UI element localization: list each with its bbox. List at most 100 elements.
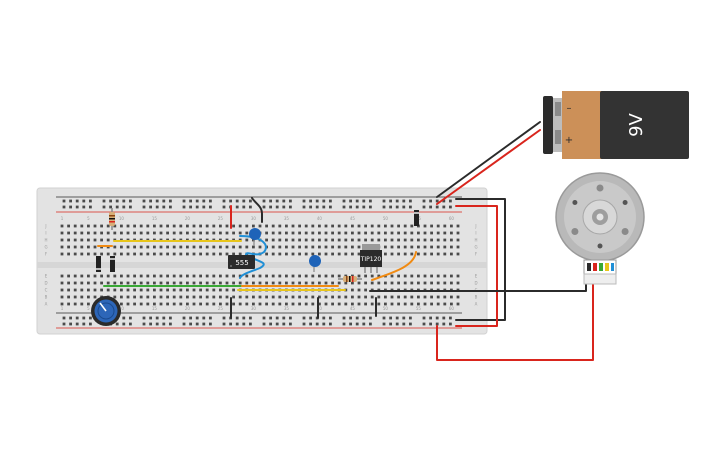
breadboard-hole[interactable] [219,295,222,299]
breadboard-hole[interactable] [291,252,295,256]
rail-hole[interactable] [182,322,186,326]
breadboard-hole[interactable] [205,302,209,306]
breadboard-hole[interactable] [67,288,70,292]
breadboard-hole[interactable] [377,231,381,235]
breadboard-hole[interactable] [67,224,70,228]
breadboard-hole[interactable] [410,302,414,306]
breadboard-hole[interactable] [179,274,183,278]
breadboard-hole[interactable] [212,231,216,235]
rail-hole[interactable] [289,205,292,209]
breadboard-hole[interactable] [423,231,427,235]
breadboard-hole[interactable] [436,302,440,306]
breadboard-hole[interactable] [318,224,321,228]
breadboard-hole[interactable] [120,231,123,235]
breadboard-hole[interactable] [417,302,420,306]
rail-hole[interactable] [129,322,132,326]
rail-hole[interactable] [209,316,212,320]
breadboard-hole[interactable] [265,302,268,306]
breadboard-hole[interactable] [278,274,282,278]
breadboard-hole[interactable] [73,302,77,306]
rail-hole[interactable] [395,316,399,320]
rail-hole[interactable] [449,322,452,326]
breadboard-hole[interactable] [430,274,433,278]
breadboard-hole[interactable] [120,245,123,249]
breadboard-hole[interactable] [199,231,202,235]
breadboard-hole[interactable] [225,224,229,228]
rail-hole[interactable] [329,316,332,320]
breadboard-hole[interactable] [172,224,176,228]
breadboard-hole[interactable] [456,281,460,285]
breadboard-hole[interactable] [443,238,447,242]
rail-hole[interactable] [115,199,119,203]
breadboard-hole[interactable] [172,252,176,256]
breadboard-hole[interactable] [245,295,249,299]
breadboard-hole[interactable] [153,274,156,278]
capacitor-1[interactable] [249,228,261,246]
rail-hole[interactable] [429,205,432,209]
rail-hole[interactable] [362,205,366,209]
breadboard-hole[interactable] [436,231,440,235]
resistor-base[interactable] [338,276,362,282]
rail-hole[interactable] [429,316,432,320]
breadboard-hole[interactable] [159,281,163,285]
breadboard-hole[interactable] [219,288,222,292]
breadboard-hole[interactable] [390,274,394,278]
breadboard-hole[interactable] [80,231,84,235]
breadboard-hole[interactable] [324,252,328,256]
breadboard-hole[interactable] [166,281,169,285]
breadboard-hole[interactable] [225,274,229,278]
breadboard-hole[interactable] [331,252,334,256]
rail-hole[interactable] [189,316,192,320]
breadboard-hole[interactable] [219,245,222,249]
rail-hole[interactable] [209,199,212,203]
breadboard-hole[interactable] [87,281,90,285]
rail-hole[interactable] [369,322,372,326]
breadboard-hole[interactable] [278,245,282,249]
rail-hole[interactable] [209,322,212,326]
breadboard-hole[interactable] [285,238,288,242]
breadboard-hole[interactable] [100,224,103,228]
breadboard-hole[interactable] [370,224,374,228]
wire-motor-black[interactable] [369,283,587,292]
rail-hole[interactable] [442,322,446,326]
breadboard-hole[interactable] [186,224,189,228]
breadboard-hole[interactable] [311,231,315,235]
breadboard-hole[interactable] [100,288,103,292]
breadboard-hole[interactable] [410,281,414,285]
breadboard-hole[interactable] [298,274,301,278]
breadboard-hole[interactable] [364,281,367,285]
breadboard-hole[interactable] [146,281,150,285]
rail-hole[interactable] [149,316,152,320]
breadboard-hole[interactable] [179,224,183,228]
breadboard-hole[interactable] [238,274,242,278]
breadboard-hole[interactable] [318,295,321,299]
breadboard-hole[interactable] [179,295,183,299]
breadboard-hole[interactable] [436,295,440,299]
breadboard-hole[interactable] [139,274,143,278]
breadboard-hole[interactable] [271,238,275,242]
breadboard-hole[interactable] [133,231,136,235]
breadboard-hole[interactable] [324,302,328,306]
breadboard-hole[interactable] [271,231,275,235]
breadboard-hole[interactable] [258,295,262,299]
rail-hole[interactable] [402,322,406,326]
breadboard-hole[interactable] [344,245,348,249]
breadboard-hole[interactable] [120,295,123,299]
breadboard-hole[interactable] [80,295,84,299]
breadboard-hole[interactable] [311,281,315,285]
breadboard-hole[interactable] [443,224,447,228]
breadboard-hole[interactable] [73,245,77,249]
breadboard-hole[interactable] [219,224,222,228]
rail-hole[interactable] [395,205,399,209]
rail-hole[interactable] [289,322,292,326]
breadboard-hole[interactable] [344,281,348,285]
rail-hole[interactable] [142,199,146,203]
breadboard-hole[interactable] [456,245,460,249]
breadboard-hole[interactable] [219,281,222,285]
breadboard-hole[interactable] [192,252,196,256]
capacitor-2[interactable] [309,255,321,272]
rail-hole[interactable] [302,316,306,320]
rail-hole[interactable] [222,199,226,203]
rail-hole[interactable] [302,205,306,209]
breadboard-hole[interactable] [430,281,433,285]
